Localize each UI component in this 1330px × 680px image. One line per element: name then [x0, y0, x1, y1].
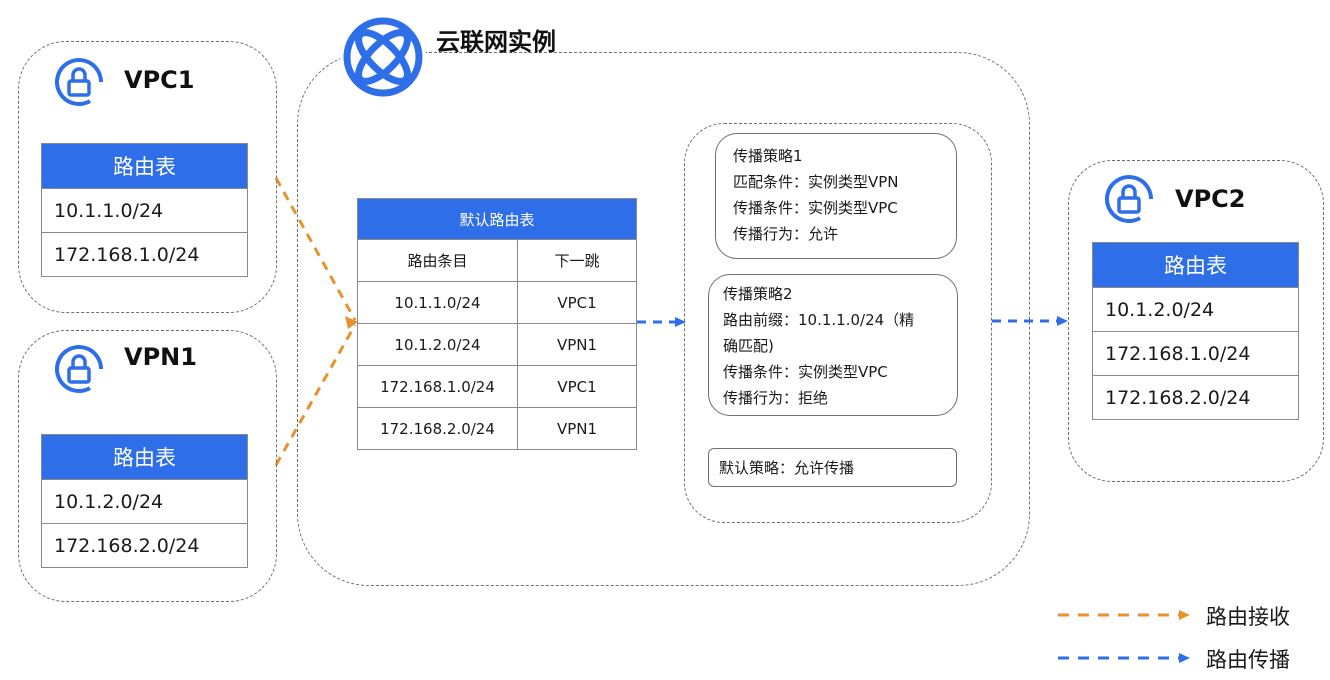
route-row: 10.1.2.0/24	[42, 479, 247, 523]
default-route-table-title: 默认路由表	[358, 199, 636, 239]
vpc1-title: VPC1	[124, 66, 195, 94]
legend-propagate-label: 路由传播	[1206, 648, 1290, 672]
table-row: 172.168.1.0/24 VPC1	[358, 365, 636, 407]
route-row: 10.1.2.0/24	[1093, 287, 1298, 331]
next-hop: VPC1	[557, 293, 597, 312]
lock-icon	[55, 345, 103, 393]
vpc1-route-table: 路由表 10.1.1.0/24 172.168.1.0/24	[41, 143, 248, 277]
legend-receive-label: 路由接收	[1206, 605, 1290, 629]
legend-receive-arrowhead	[1179, 610, 1190, 620]
lock-icon	[1105, 175, 1153, 223]
policy-line: 传播条件：实例类型VPC	[733, 199, 898, 217]
vpn1-title: VPN1	[124, 343, 197, 371]
route-row: 172.168.2.0/24	[1093, 375, 1298, 419]
route-row: 172.168.1.0/24	[42, 232, 247, 276]
lock-icon	[55, 58, 103, 106]
vpc2-route-table: 路由表 10.1.2.0/24 172.168.1.0/24 172.168.2…	[1092, 242, 1299, 420]
vpn1-group	[18, 330, 277, 602]
cloud-network-icon	[340, 14, 426, 100]
route-table-header: 路由表	[42, 435, 247, 479]
route-entry: 10.1.2.0/24	[358, 324, 518, 365]
vpc1-group	[18, 41, 277, 313]
cloud-instance-group	[297, 52, 1030, 586]
default-policy-text: 默认策略：允许传播	[719, 459, 855, 477]
policy-line: 确匹配)	[723, 337, 774, 355]
policy-line: 传播条件：实例类型VPC	[723, 363, 888, 381]
table-row: 10.1.1.0/24 VPC1	[358, 281, 636, 323]
vpc2-group	[1068, 160, 1324, 482]
vpn1-route-table: 路由表 10.1.2.0/24 172.168.2.0/24	[41, 434, 248, 568]
policy1-box	[715, 133, 957, 259]
default-policy-box: 默认策略：允许传播	[708, 448, 957, 487]
default-route-table: 默认路由表 路由条目 下一跳 10.1.1.0/24 VPC1 10.1.2.0…	[357, 198, 637, 450]
route-entry: 10.1.1.0/24	[358, 282, 518, 323]
policy1-text: 传播策略1 匹配条件：实例类型VPN 传播条件：实例类型VPC 传播行为：允许	[733, 143, 899, 247]
table-header-row: 路由条目 下一跳	[358, 239, 636, 281]
vpc2-title: VPC2	[1175, 185, 1246, 213]
route-propagate-arrowhead-1	[675, 317, 686, 327]
policy-group	[684, 123, 992, 523]
route-receive-arrowhead	[345, 316, 358, 329]
route-row: 10.1.1.0/24	[42, 188, 247, 232]
route-entry: 172.168.2.0/24	[358, 408, 518, 449]
route-receive-arrow-vpn1	[274, 324, 357, 466]
table-row: 172.168.2.0/24 VPN1	[358, 407, 636, 449]
legend-propagate-arrowhead	[1179, 653, 1190, 663]
route-row: 172.168.2.0/24	[42, 523, 247, 567]
policy-line: 传播策略2	[723, 285, 793, 303]
policy-line: 匹配条件：实例类型VPN	[733, 173, 899, 191]
policy-line: 路由前缀：10.1.1.0/24（精	[723, 311, 915, 329]
next-hop: VPN1	[556, 419, 598, 438]
policy-line: 传播行为：拒绝	[723, 389, 829, 407]
policy2-text: 传播策略2 路由前缀：10.1.1.0/24（精 确匹配) 传播条件：实例类型V…	[723, 281, 914, 411]
policy2-box	[708, 274, 958, 416]
cloud-instance-title: 云联网实例	[436, 28, 556, 56]
table-row: 10.1.2.0/24 VPN1	[358, 323, 636, 365]
policy-line: 传播策略1	[733, 147, 803, 165]
route-entry: 172.168.1.0/24	[358, 366, 518, 407]
route-table-header: 路由表	[42, 144, 247, 188]
route-row: 172.168.1.0/24	[1093, 331, 1298, 375]
route-propagate-arrowhead-2	[1057, 316, 1068, 326]
column-header: 路由条目	[358, 240, 518, 281]
next-hop: VPC1	[557, 377, 597, 396]
column-header: 下一跳	[554, 252, 600, 270]
policy-line: 传播行为：允许	[733, 225, 839, 243]
next-hop: VPN1	[556, 335, 598, 354]
route-table-header: 路由表	[1093, 243, 1298, 287]
route-receive-arrow-vpc1	[274, 177, 357, 321]
